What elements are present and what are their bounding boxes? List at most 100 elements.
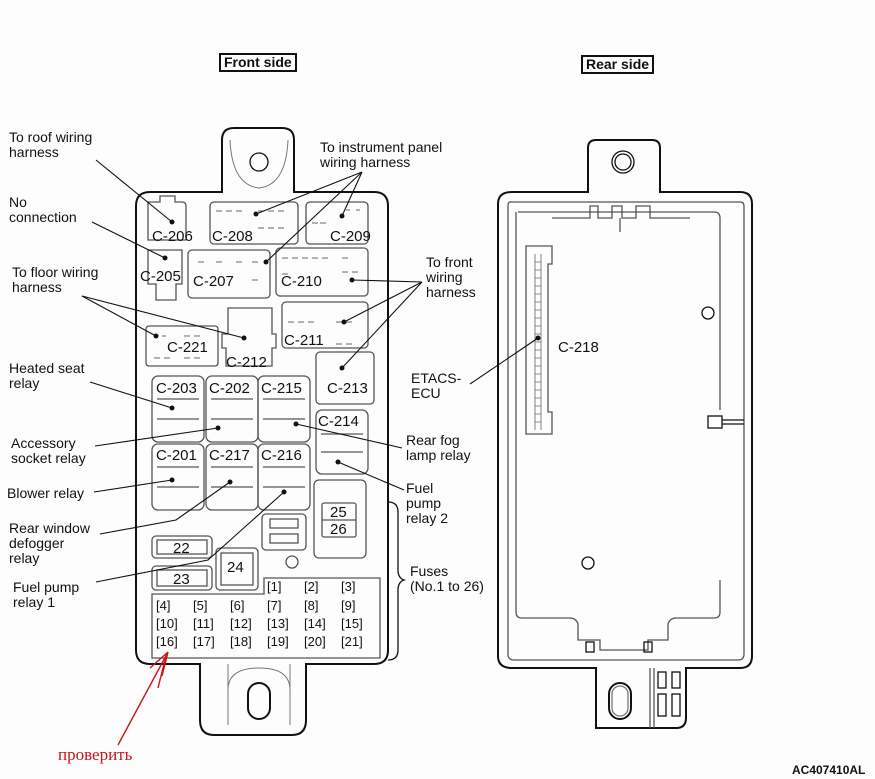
- c209-housing: [305, 201, 369, 245]
- leader-front-2: [343, 281, 423, 323]
- label-fuse-25: 25: [330, 504, 347, 521]
- relay-c215-housing: [257, 375, 311, 443]
- callout-front-wiring: To front wiring harness: [426, 254, 476, 300]
- mini-fuse-20: [20]: [304, 634, 326, 649]
- label-c221: C-221: [167, 339, 208, 356]
- rear-side-title: Rear side: [581, 55, 655, 74]
- mini-fuse-17: [17]: [193, 634, 215, 649]
- leader-roof: [95, 159, 173, 223]
- fuse-22-holder: [151, 535, 213, 559]
- rear-slot-hole: [608, 682, 632, 720]
- leader-instrument-3: [341, 171, 363, 217]
- c210-housing: [275, 247, 369, 297]
- mini-fuse-9: [9]: [341, 598, 355, 613]
- mini-fuse-6: [6]: [230, 598, 244, 613]
- c206-housing: [147, 195, 187, 241]
- leader-accessory: [94, 427, 219, 447]
- c211-housing: [281, 301, 369, 349]
- leader-floor-1: [81, 295, 157, 337]
- c205-housing: [147, 249, 183, 301]
- c213-housing: [315, 351, 375, 405]
- label-c203: C-203: [156, 380, 197, 397]
- label-c215: C-215: [261, 380, 302, 397]
- rear-mount-hole: [611, 150, 635, 174]
- front-mount-hole: [249, 152, 269, 172]
- label-c217: C-217: [209, 447, 250, 464]
- label-c209: C-209: [330, 228, 371, 245]
- mini-fuse-12: [12]: [230, 616, 252, 631]
- c218-housing: [525, 245, 553, 435]
- callout-etacs-ecu: ETACS- ECU: [411, 370, 462, 401]
- leader-no-connection: [91, 221, 166, 259]
- mini-fuse-16: [16]: [156, 634, 178, 649]
- fuse-25-26-holder: [313, 479, 367, 559]
- label-c210: C-210: [281, 273, 322, 290]
- c208-housing: [209, 201, 299, 245]
- leader-rear-fog: [295, 423, 403, 449]
- front-side-title: Front side: [219, 53, 297, 72]
- leader-heated-seat: [89, 381, 173, 409]
- label-c202: C-202: [209, 380, 250, 397]
- mini-fuse-8: [8]: [304, 598, 318, 613]
- leader-instrument-1: [255, 171, 363, 215]
- handwritten-annotation: проверить: [58, 745, 133, 764]
- leader-fuel-pump-2: [337, 461, 405, 491]
- mini-fuse-18: [18]: [230, 634, 252, 649]
- label-c216: C-216: [261, 447, 302, 464]
- callout-heated-seat-relay: Heated seat relay: [9, 360, 85, 391]
- mini-fuse-11: [11]: [193, 616, 214, 631]
- label-c213: C-213: [327, 380, 368, 397]
- mini-fuse-1: [1]: [267, 579, 281, 594]
- label-c205: C-205: [140, 268, 181, 285]
- label-fuse-22: 22: [173, 540, 190, 557]
- relay-c214-housing: [315, 409, 369, 475]
- leader-blower: [93, 479, 173, 493]
- mini-fuse-13: [13]: [267, 616, 289, 631]
- callout-no-connection: No connection: [9, 194, 77, 225]
- callout-fuel-pump-relay-1: Fuel pump relay 1: [13, 579, 80, 610]
- relay-c203-housing: [151, 375, 205, 443]
- callout-fuses: Fuses (No.1 to 26): [410, 563, 484, 594]
- front-housing-outline: [135, 127, 389, 736]
- label-c206: C-206: [152, 228, 193, 245]
- mini-fuse-14: [14]: [304, 616, 326, 631]
- mini-fuse-5: [5]: [193, 598, 207, 613]
- mini-fuse-7: [7]: [267, 598, 281, 613]
- leader-etacs: [469, 337, 539, 385]
- c212-housing: [221, 307, 277, 367]
- label-fuse-23: 23: [173, 571, 190, 588]
- callout-blower-relay: Blower relay: [7, 485, 85, 501]
- label-c214: C-214: [318, 413, 359, 430]
- leader-instrument-2: [265, 171, 363, 263]
- fuse-23-holder: [151, 565, 213, 591]
- callout-fuel-pump-relay-2: Fuel pump relay 2: [406, 480, 449, 526]
- label-c211: C-211: [284, 332, 324, 349]
- mini-fuse-labels: [1][2][3][4][5][6][7][8][9][10][11][12][…: [156, 579, 363, 649]
- front-slot-hole: [247, 682, 271, 720]
- relay-c201-housing: [151, 443, 205, 511]
- label-c207: C-207: [193, 273, 234, 290]
- c221-housing: [145, 325, 219, 367]
- callout-floor-wiring: To floor wiring harness: [12, 264, 99, 295]
- mini-fuse-2: [2]: [304, 579, 318, 594]
- c207-housing: [187, 249, 271, 299]
- callout-rear-fog-lamp-relay: Rear fog lamp relay: [406, 432, 471, 463]
- leader-floor-2: [81, 295, 245, 339]
- label-c212: C-212: [226, 354, 267, 371]
- label-c208: C-208: [212, 228, 253, 245]
- callout-rear-window-defogger-relay: Rear window defogger relay: [9, 520, 90, 566]
- rear-housing-outline: [497, 139, 753, 729]
- leader-rear-window: [99, 481, 231, 535]
- leader-fuel-pump-1: [95, 491, 285, 583]
- leader-front-1: [351, 279, 423, 283]
- relay-c216-housing: [257, 443, 311, 511]
- callout-instrument-panel: To instrument panel wiring harness: [320, 139, 443, 170]
- mini-fuse-panel: [151, 577, 381, 659]
- red-annotation-arrow: [117, 651, 169, 746]
- label-fuse-26: 26: [330, 521, 347, 538]
- figure-code: AC407410AL: [792, 763, 866, 777]
- mini-fuse-10: [10]: [156, 616, 178, 631]
- callout-accessory-socket-relay: Accessory socket relay: [11, 435, 86, 466]
- mini-fuse-15: [15]: [341, 616, 363, 631]
